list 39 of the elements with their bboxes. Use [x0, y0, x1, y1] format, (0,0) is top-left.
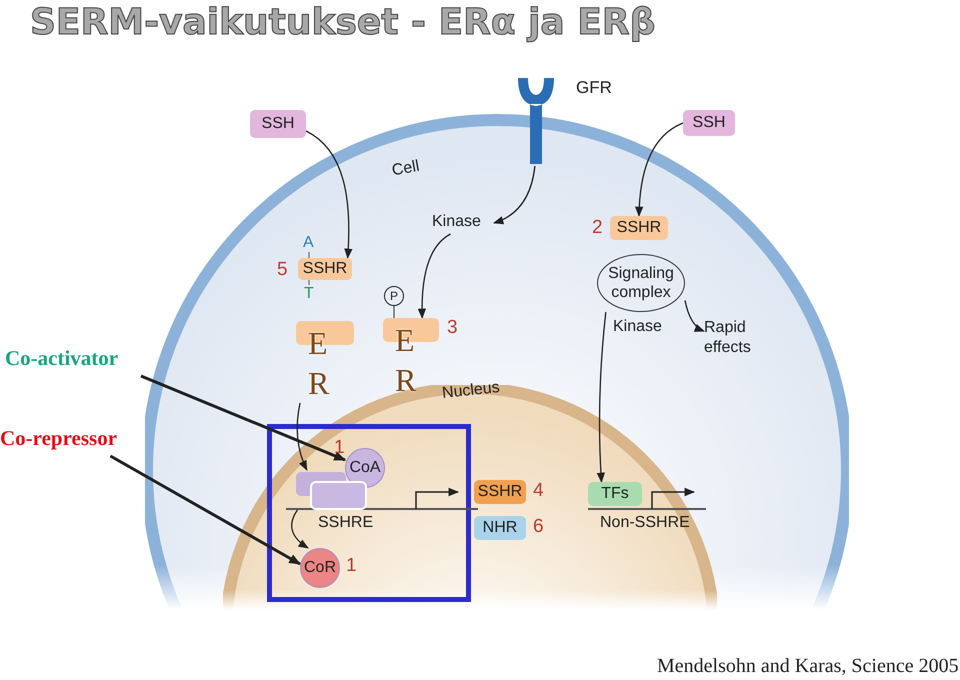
step-number: 5	[277, 259, 288, 281]
step-number: 4	[533, 480, 544, 502]
sequence-label: Non-SSHRE	[600, 514, 690, 532]
arrow	[635, 122, 684, 218]
callout-label: Co-activator	[5, 348, 141, 376]
source-caption: Mendelsohn and Karas, Science 2005	[657, 655, 959, 678]
sequence-label: SSHRE	[318, 514, 374, 532]
effect-label: Rapid effects	[704, 318, 766, 362]
complex-ellipse: Signaling complex	[597, 254, 685, 312]
step-number: 2	[592, 217, 603, 239]
slide-title: SERM-vaikutukset - ERα ja ERβ	[30, 2, 656, 43]
site-label: A	[303, 234, 314, 252]
arrow	[596, 312, 606, 484]
step-number: 1	[346, 555, 357, 577]
arrow	[291, 510, 309, 549]
factor-label: TFs	[588, 482, 642, 506]
callout-arrow	[110, 454, 302, 566]
arrow	[418, 233, 451, 320]
enzyme-label: Kinase	[613, 318, 662, 336]
step-number: 3	[447, 317, 458, 339]
arrow	[493, 166, 536, 224]
arrow	[296, 402, 308, 471]
arrow	[306, 130, 352, 260]
receptor-label: SSHR	[474, 480, 526, 504]
receptor-label: SSHR	[610, 216, 668, 240]
enzyme-label: Kinase	[432, 212, 494, 234]
receptor-label: SSHR	[298, 258, 352, 280]
callout-label: Co-repressor	[0, 428, 138, 456]
region-label: Cell	[390, 158, 421, 180]
step-number: 6	[533, 516, 544, 538]
step-number: 1	[334, 437, 345, 459]
site-label: T	[304, 285, 314, 303]
hormone-label: SSH	[683, 110, 735, 136]
arrow	[684, 300, 705, 332]
receptor-label: GFR	[576, 78, 612, 98]
phosphate-marker: P	[384, 286, 404, 306]
hormone-label: SSH	[250, 110, 306, 138]
receptor-label: NHR	[474, 516, 526, 540]
region-label: Nucleus	[441, 379, 501, 403]
